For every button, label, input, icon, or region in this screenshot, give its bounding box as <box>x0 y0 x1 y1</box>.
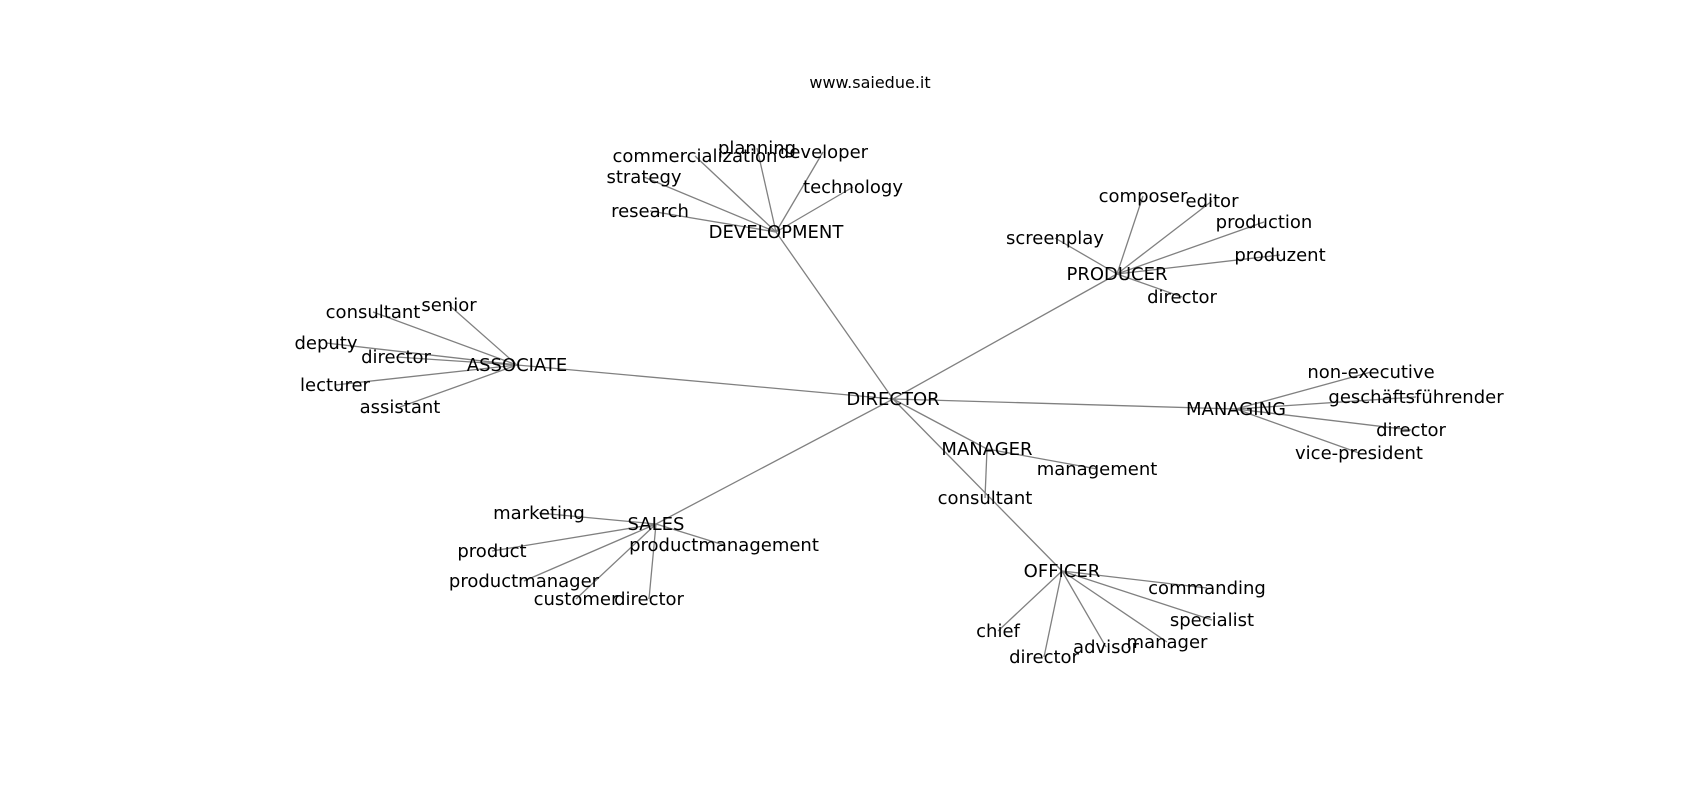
edge-sales-sales_marketing <box>538 512 657 525</box>
leaf-node-off-specialist: specialist <box>1170 610 1254 631</box>
edge-sales-sales_customer <box>575 523 657 600</box>
leaf-node-prod-composer: composer <box>1099 186 1188 207</box>
edge-sales-sales_productmanager <box>523 523 657 582</box>
edge-sales-sales_productmanagement <box>655 523 725 546</box>
leaf-node-sales-productmanager: productmanager <box>449 571 600 592</box>
edge-officer-off_commanding <box>1061 570 1208 589</box>
hub-node-producer: PRODUCER <box>1066 264 1167 285</box>
hub-node-development: DEVELOPMENT <box>709 222 845 243</box>
edge-associate-assoc_assistant <box>399 364 518 408</box>
edge-officer-off_director <box>1043 570 1063 658</box>
edge-sales-sales_director <box>648 523 657 600</box>
edge-development-dev_planning <box>756 147 777 233</box>
leaf-node-man-director: director <box>1376 420 1446 441</box>
edge-associate-assoc_deputy <box>325 342 518 366</box>
leaf-node-prod-production: production <box>1216 212 1313 233</box>
edge-managing-man_director <box>1235 408 1412 431</box>
edge-managing-man_nonexec <box>1235 371 1372 410</box>
hub-node-managing: MANAGING <box>1186 399 1286 420</box>
edge-associate-assoc_senior <box>448 304 518 366</box>
leaf-node-assoc-senior: senior <box>421 295 477 316</box>
leaf-node-off-commanding: commanding <box>1148 578 1266 599</box>
leaf-node-assoc-deputy: deputy <box>294 333 357 354</box>
edge-manager-mgr_consultant <box>984 448 988 499</box>
leaf-node-off-director: director <box>1009 647 1079 668</box>
edge-development-dev_commercialization <box>694 155 777 233</box>
edge-director-officer <box>892 398 1063 572</box>
leaf-node-off-chief: chief <box>976 621 1020 642</box>
hub-node-manager: MANAGER <box>941 439 1032 460</box>
leaf-node-sales-director: director <box>614 589 684 610</box>
edge-officer-off_advisor <box>1061 570 1107 648</box>
edge-layer <box>325 147 1417 658</box>
edge-development-dev_developer <box>775 151 824 233</box>
leaf-node-prod-screenplay: screenplay <box>1006 228 1104 249</box>
diagram-title: www.saiedue.it <box>809 73 930 92</box>
edge-producer-prod_editor <box>1116 200 1213 275</box>
edge-development-dev_research <box>649 210 777 233</box>
leaf-node-off-manager: manager <box>1127 632 1209 653</box>
leaf-node-dev-strategy: strategy <box>606 167 681 188</box>
edge-producer-prod_screenplay <box>1054 237 1118 275</box>
leaf-node-mgr-management: management <box>1037 459 1158 480</box>
edge-officer-off_specialist <box>1061 570 1213 621</box>
leaf-node-man-vp: vice-president <box>1295 443 1423 464</box>
leaf-node-man-gf: geschäftsführender <box>1328 387 1504 408</box>
edge-managing-man_vp <box>1235 408 1360 454</box>
edge-producer-prod_produzent <box>1116 254 1281 275</box>
edge-officer-off_manager <box>1061 570 1168 643</box>
edge-associate-assoc_director <box>395 356 518 366</box>
edge-development-dev_technology <box>775 186 854 233</box>
leaf-node-assoc-consultant: consultant <box>326 302 421 323</box>
edge-director-managing <box>892 398 1237 410</box>
leaf-node-prod-director: director <box>1147 287 1217 308</box>
edge-director-associate <box>516 364 894 400</box>
leaf-node-sales-customer: customer <box>534 589 619 610</box>
leaf-node-mgr-consultant: consultant <box>938 488 1033 509</box>
leaf-node-off-advisor: advisor <box>1073 637 1140 658</box>
leaf-node-assoc-director: director <box>361 347 431 368</box>
edge-producer-prod_composer <box>1116 195 1144 275</box>
edge-producer-prod_production <box>1116 221 1265 275</box>
leaf-node-prod-produzent: produzent <box>1234 245 1325 266</box>
leaf-node-dev-commercialization: commercialization <box>613 146 778 167</box>
edge-development-dev_strategy <box>643 176 777 233</box>
leaf-node-dev-research: research <box>611 201 689 222</box>
leaf-node-man-nonexec: non-executive <box>1307 362 1434 383</box>
hub-node-sales: SALES <box>628 514 685 535</box>
edge-producer-prod_director <box>1116 273 1183 298</box>
edge-associate-assoc_lecturer <box>334 364 518 386</box>
leaf-node-assoc-assistant: assistant <box>360 397 441 418</box>
leaf-node-assoc-lecturer: lecturer <box>300 375 371 396</box>
leaf-node-dev-developer: developer <box>778 142 869 163</box>
leaf-node-dev-technology: technology <box>803 177 903 198</box>
leaf-node-dev-planning: planning <box>718 138 796 159</box>
hub-node-officer: OFFICER <box>1024 561 1101 582</box>
edge-director-manager <box>892 398 988 450</box>
leaf-node-sales-product: product <box>457 541 526 562</box>
leaf-node-sales-marketing: marketing <box>493 503 585 524</box>
leaf-node-sales-productmanagement: productmanagement <box>629 535 819 556</box>
edge-director-development <box>775 231 894 400</box>
leaf-node-prod-editor: editor <box>1186 191 1240 212</box>
node-layer: DIRECTOR DEVELOPMENT PRODUCER ASSOCIATE MANA… <box>294 138 1504 668</box>
edge-managing-man_gf <box>1235 396 1417 410</box>
edge-officer-off_chief <box>997 570 1063 632</box>
edge-director-sales <box>655 398 894 525</box>
edge-sales-sales_product <box>491 523 657 552</box>
hub-node-director: DIRECTOR <box>846 389 939 410</box>
edge-director-producer <box>892 273 1118 400</box>
edge-associate-assoc_consultant <box>372 311 518 366</box>
edge-manager-mgr_management <box>986 448 1098 470</box>
hub-node-associate: ASSOCIATE <box>467 355 568 376</box>
